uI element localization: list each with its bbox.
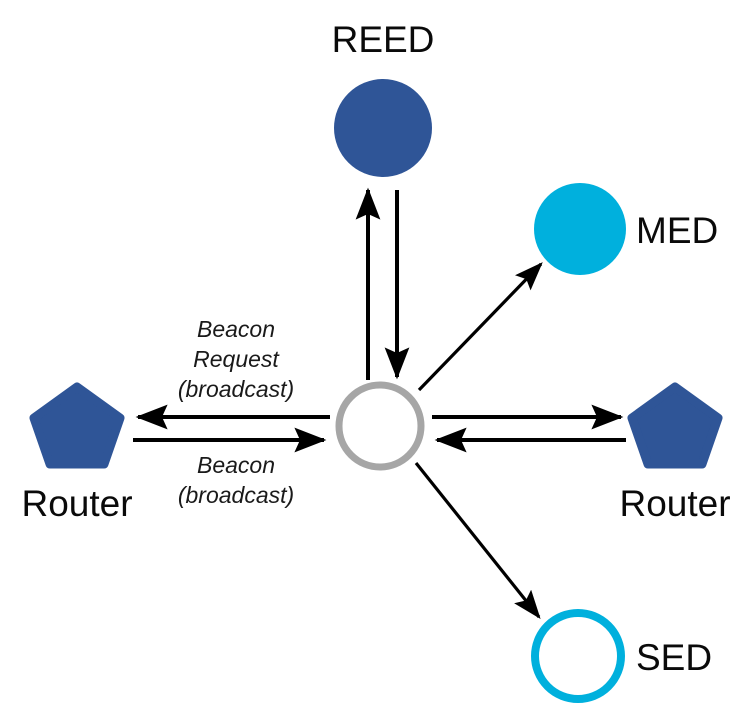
node-label-sed: SED (636, 637, 712, 678)
edge-label-beacon-request-line-1: Beacon (197, 316, 275, 342)
node-center-device[interactable] (335, 381, 425, 471)
edge-label-beacon-request-line-2: Request (193, 346, 280, 372)
node-med[interactable] (534, 183, 626, 275)
node-label-router-left: Router (21, 483, 132, 524)
node-label-med: MED (636, 210, 718, 251)
nodes-layer (29, 79, 723, 703)
node-sed[interactable] (531, 609, 625, 703)
edge-label-beacon-request-line-3: (broadcast) (178, 376, 294, 402)
node-labels-layer: REED MED SED Router Router (21, 19, 730, 678)
edges-layer (133, 187, 626, 620)
node-label-router-right: Router (619, 483, 730, 524)
edge-label-beacon-line-1: Beacon (197, 452, 275, 478)
node-reed[interactable] (334, 79, 432, 177)
edge-center-to-sed (414, 462, 541, 620)
edge-label-beacon-line-2: (broadcast) (178, 482, 294, 508)
edge-label-beacon-request: Beacon Request (broadcast) (178, 316, 294, 402)
edge-labels-layer: Beacon Request (broadcast) Beacon (broad… (178, 316, 294, 508)
node-router-left[interactable] (29, 382, 125, 469)
node-label-reed: REED (332, 19, 435, 60)
node-router-right[interactable] (627, 382, 723, 469)
edge-center-to-med (417, 262, 543, 392)
edge-label-beacon: Beacon (broadcast) (178, 452, 294, 508)
